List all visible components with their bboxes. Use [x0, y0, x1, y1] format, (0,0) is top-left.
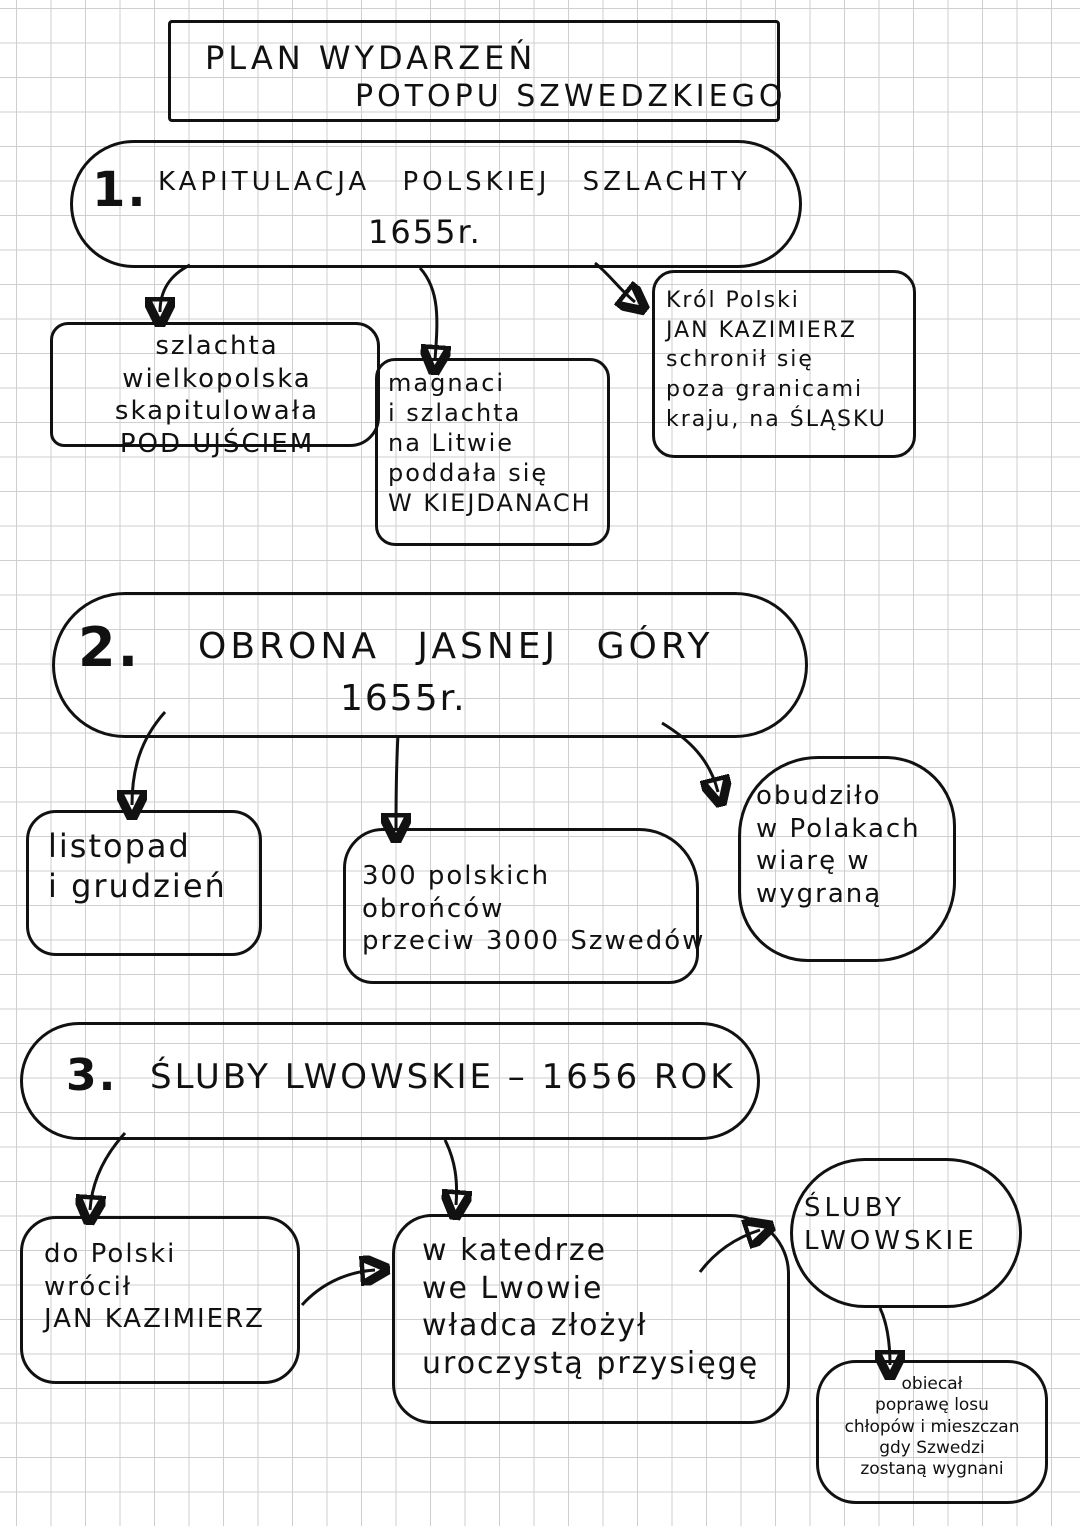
section-2-year: 1655r. — [340, 678, 467, 719]
note-2-3 — [738, 756, 956, 962]
section-3-heading: ŚLUBY LWOWSKIE – 1656 rok — [150, 1057, 736, 1097]
note-1-3-text: Król Polski JAN KAZIMIERZ schronił się p… — [666, 288, 887, 432]
note-2-2 — [343, 828, 699, 984]
arrow — [418, 266, 437, 360]
title-box — [168, 20, 780, 122]
note-3-4 — [816, 1360, 1048, 1504]
section-3-number: 3. — [66, 1050, 118, 1101]
note-2-1 — [26, 810, 262, 956]
title-line-2: POTOPU SZWEDZKIEGO — [355, 79, 787, 114]
title-line-1: PLAN WYDARZEŃ — [205, 39, 537, 77]
arrow — [300, 1270, 375, 1307]
section-1-heading: KAPITULACJA POLSKIEJ SZLACHTY — [158, 167, 751, 197]
note-2-3-text: obudziło w Polakach wiarę w wygraną — [756, 781, 921, 909]
section-2-number: 2. — [78, 616, 141, 679]
note-3-4-text: obiecał poprawę losu chłopów i mieszczan… — [844, 1374, 1020, 1479]
note-3-3 — [790, 1158, 1022, 1308]
note-1-2 — [375, 358, 610, 546]
arrow — [880, 1307, 890, 1365]
section-3-box — [20, 1022, 760, 1140]
arrow — [396, 734, 398, 828]
note-3-2-text: w katedrze we Lwowie władca złożył urocz… — [422, 1233, 760, 1381]
arrow — [90, 1131, 127, 1210]
section-1-number: 1. — [92, 162, 148, 218]
note-2-2-text: 300 polskich obrońców przeciw 3000 Szwed… — [362, 861, 706, 956]
note-3-1 — [20, 1216, 300, 1384]
section-2-box — [52, 592, 808, 738]
note-3-3-text: ŚLUBY LWOWSKIE — [804, 1193, 978, 1256]
note-2-1-text: listopad i grudzień — [48, 827, 227, 905]
note-3-2 — [392, 1214, 790, 1424]
section-2-heading: OBRONA JASNEJ GÓRY — [198, 626, 714, 667]
note-1-3 — [652, 270, 916, 458]
note-3-1-text: do Polski wrócił JAN KAZIMIERZ — [44, 1239, 265, 1334]
arrow — [445, 1139, 457, 1205]
note-1-2-text: magnaci i szlachta na Litwie poddała się… — [388, 369, 592, 517]
arrow — [160, 263, 191, 312]
section-1-box — [70, 140, 802, 268]
note-1-1 — [50, 322, 380, 447]
section-1-year: 1655r. — [368, 213, 482, 251]
note-1-1-text: szlachta wielkopolska skapitulowała POD … — [114, 331, 320, 459]
arrow — [594, 261, 635, 302]
